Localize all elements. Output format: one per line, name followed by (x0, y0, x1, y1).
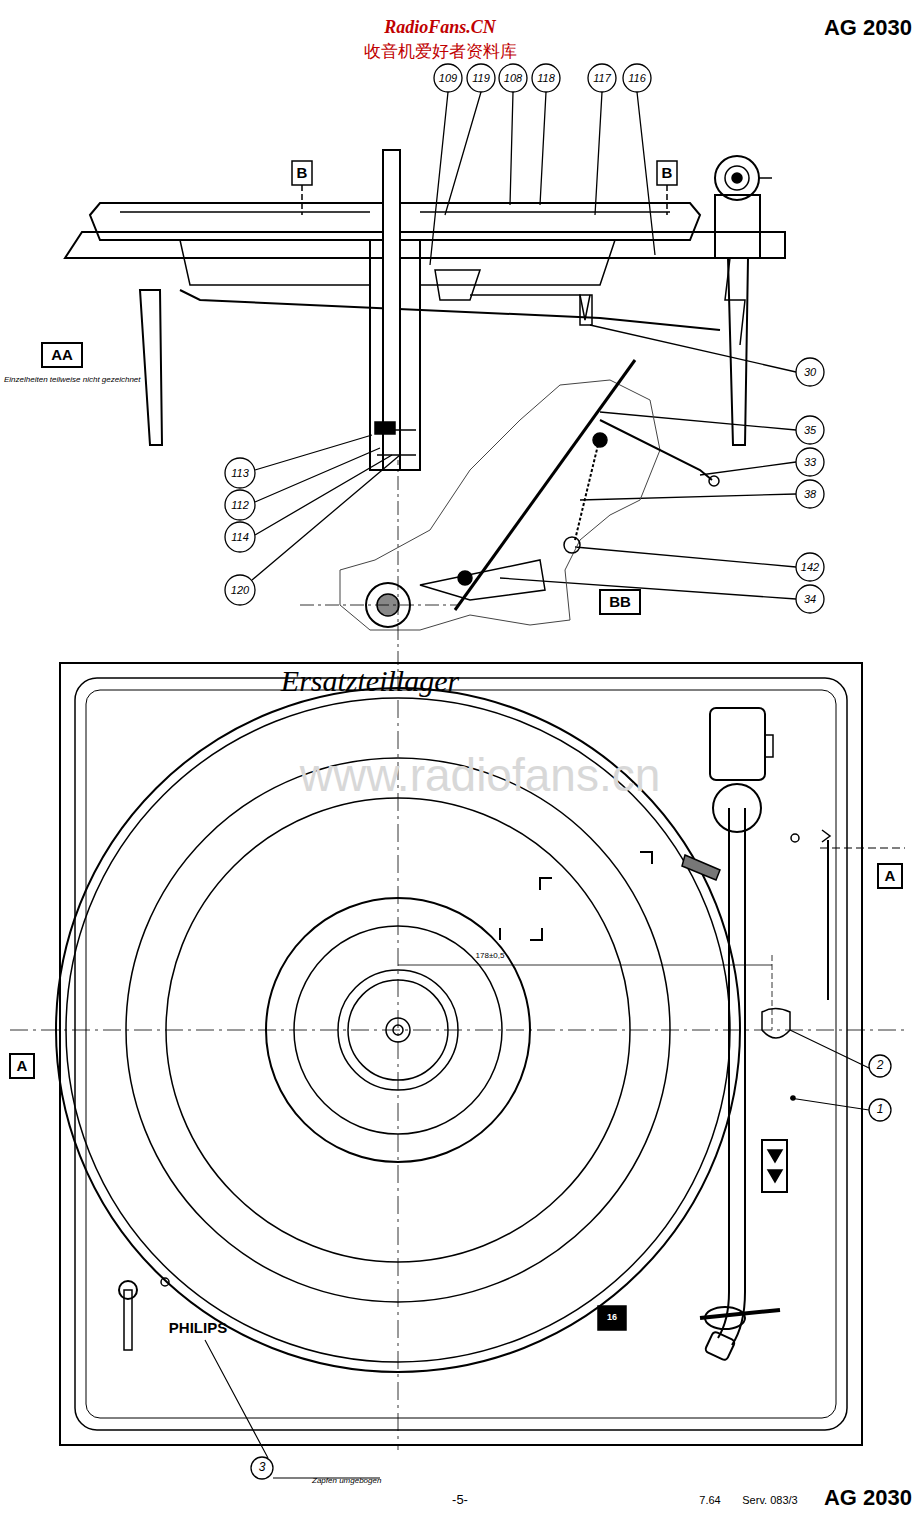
label-text: A (885, 868, 896, 885)
callout-number: 1 (877, 1103, 884, 1116)
label-text: 178±0,5 (476, 952, 505, 961)
callout-number: 35 (804, 424, 816, 436)
callout-number: 33 (804, 456, 816, 468)
callout-number: 117 (593, 72, 611, 84)
callout-number: 113 (231, 467, 249, 479)
callout-number: 142 (801, 561, 819, 573)
callout-number: 119 (472, 72, 490, 84)
label-text: RadioFans.CN (384, 18, 496, 38)
label-text: 7.64 (699, 1494, 720, 1506)
label-text: Serv. 083/3 (742, 1494, 797, 1506)
callout-number: 2 (877, 1059, 884, 1072)
label-text: -5- (452, 1493, 468, 1507)
callout-number: 120 (231, 584, 249, 596)
callout-number: 112 (231, 499, 249, 511)
callout-number: 116 (628, 72, 646, 84)
callout-number: 118 (537, 72, 555, 84)
label-text: 16 (607, 1313, 617, 1323)
callout-number: 38 (804, 488, 816, 500)
label-text: PHILIPS (169, 1320, 227, 1337)
callout-number: 108 (504, 72, 522, 84)
label-text: AG 2030 (824, 16, 912, 40)
callout-number: 3 (259, 1461, 266, 1474)
label-text: 收音机爱好者资料库 (364, 43, 517, 62)
callout-number: 114 (231, 531, 249, 543)
label-text: BB (609, 594, 631, 611)
watermark: www.radiofans.cn (300, 750, 661, 801)
label-text: Zapfen umgebogen (312, 1477, 381, 1486)
label-text: A (17, 1058, 28, 1075)
label-text: AA (51, 347, 73, 364)
callout-number: 30 (804, 366, 816, 378)
callout-number: 34 (804, 593, 816, 605)
label-text: AG 2030 (824, 1486, 912, 1510)
label-text: B (662, 165, 673, 182)
label-text: Ersatzteillager (281, 664, 459, 697)
label-text: Einzelheiten teilweise nicht gezeichnet (4, 376, 141, 385)
label-text: B (297, 165, 308, 182)
callout-number: 109 (439, 72, 457, 84)
